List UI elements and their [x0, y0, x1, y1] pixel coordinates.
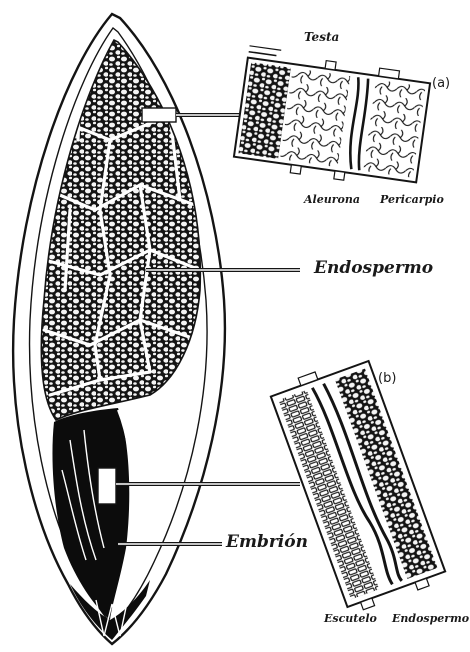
label-pericarpio: Pericarpio [380, 193, 444, 206]
inset-a [233, 46, 432, 190]
inset-a-marker [142, 108, 176, 122]
label-panel-a: (a) [432, 76, 450, 91]
label-testa: Testa [304, 30, 339, 44]
label-endospermo-b: Endospermo [392, 612, 469, 625]
inset-b-marker [98, 468, 116, 504]
label-panel-b: (b) [378, 371, 396, 386]
label-embrion: Embrión [226, 532, 308, 552]
label-aleurona: Aleurona [304, 193, 360, 206]
label-endospermo: Endospermo [314, 258, 433, 278]
label-escutelo: Escutelo [324, 612, 377, 625]
